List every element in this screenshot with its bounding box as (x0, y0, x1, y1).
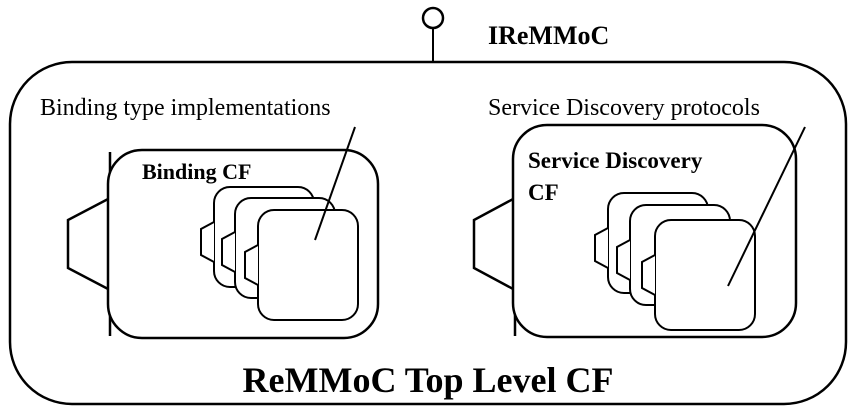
binding-plugin-stack (200, 186, 359, 321)
interface-label: IReMMoC (488, 21, 609, 50)
service-discovery-plugin-stack (594, 192, 756, 331)
service-discovery-annotation-pointer (727, 126, 806, 287)
binding-annotation-pointer (314, 126, 356, 241)
top-level-cf-label: ReMMoC Top Level CF (243, 360, 614, 400)
service-discovery-annotation: Service Discovery protocols (488, 95, 760, 121)
plugin-component-icon (641, 219, 756, 331)
interface-lollipop-icon (421, 6, 445, 62)
plugin-component-icon (244, 209, 359, 321)
binding-cf-title: Binding CF (142, 159, 251, 184)
service-discovery-cf-title-line2: CF (528, 180, 559, 205)
binding-annotation: Binding type implementations (40, 95, 331, 121)
service-discovery-cf-title-line1: Service Discovery (528, 148, 703, 173)
